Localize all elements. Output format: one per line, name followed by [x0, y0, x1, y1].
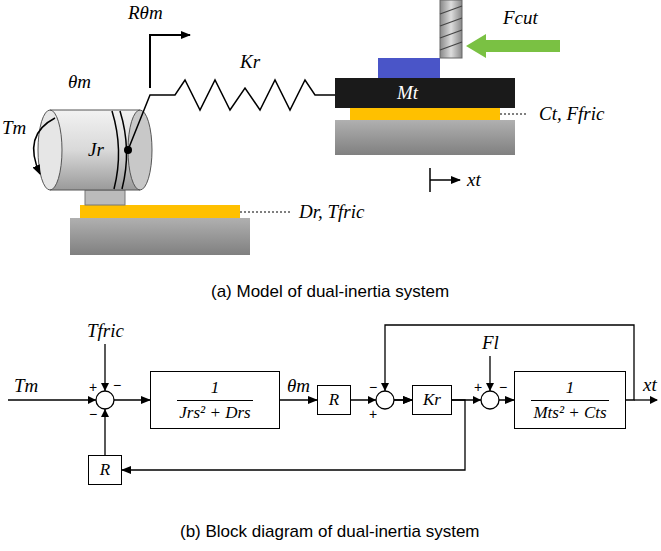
transfer-function-box: 1Mts² + Cts	[514, 371, 626, 429]
symbol-label: xt	[643, 375, 657, 396]
leader-line	[500, 114, 527, 115]
symbol-label: Mt	[397, 83, 418, 104]
table-base	[335, 120, 515, 155]
sign-label: +	[474, 380, 482, 395]
end-mill	[440, 0, 462, 58]
symbol-label: Tfric	[87, 321, 124, 342]
symbol-label: θm	[68, 72, 91, 93]
sign-label: +	[89, 380, 97, 395]
sign-label: −	[113, 378, 121, 393]
symbol-label: Dr, Tfric	[299, 202, 364, 223]
friction-band	[80, 205, 240, 218]
gain-box: Kr	[412, 385, 452, 415]
flute	[440, 6, 462, 50]
motor-body	[50, 110, 140, 190]
motor-pedestal	[85, 190, 125, 205]
torque-arrow	[34, 118, 55, 174]
caption: (b) Block diagram of dual-inertia system	[180, 523, 480, 542]
numerator: 1	[564, 378, 577, 398]
signal-connector	[105, 400, 150, 455]
table	[335, 78, 515, 108]
symbol-label: xt	[467, 170, 481, 191]
summing-junction	[481, 391, 499, 409]
transfer-function-box: 1Jrs² + Drs	[150, 371, 280, 429]
displacement-arrow	[150, 35, 190, 88]
symbol-label: θm	[287, 376, 310, 397]
leader-line	[240, 212, 290, 213]
friction-band	[350, 108, 500, 120]
symbol-label: Tm	[14, 376, 38, 397]
workpiece	[378, 58, 440, 78]
sign-label: +	[369, 407, 377, 422]
motor-end	[38, 110, 62, 190]
gain-box: R	[88, 455, 122, 485]
denominator: Jrs² + Drs	[177, 400, 252, 423]
signal-connector	[280, 399, 317, 400]
gain-text: R	[327, 390, 341, 410]
caption: (a) Model of dual-inertia system	[211, 283, 449, 302]
symbol-label: Kr	[240, 52, 260, 73]
sign-label: −	[369, 380, 377, 395]
denominator: Mts² + Cts	[531, 400, 608, 423]
summing-junction	[96, 391, 114, 409]
input-wire	[8, 399, 96, 400]
gain-text: R	[98, 460, 112, 480]
symbol-label: Tm	[2, 118, 26, 139]
symbol-label: Rθm	[128, 3, 163, 24]
sign-label: −	[89, 407, 97, 422]
cutting-force-arrow	[466, 34, 560, 58]
spring	[128, 80, 335, 150]
symbol-label: Ct, Ffric	[539, 104, 604, 125]
position-arrow	[430, 179, 460, 181]
symbol-label: Fcut	[503, 8, 538, 29]
symbol-label: Fl	[482, 333, 499, 354]
motor-base	[70, 218, 250, 255]
numerator: 1	[209, 378, 222, 398]
gain-text: Kr	[421, 390, 443, 410]
summing-junction	[376, 391, 394, 409]
symbol-label: Jr	[88, 140, 104, 161]
sign-label: −	[499, 380, 507, 395]
gain-box: R	[317, 385, 351, 415]
